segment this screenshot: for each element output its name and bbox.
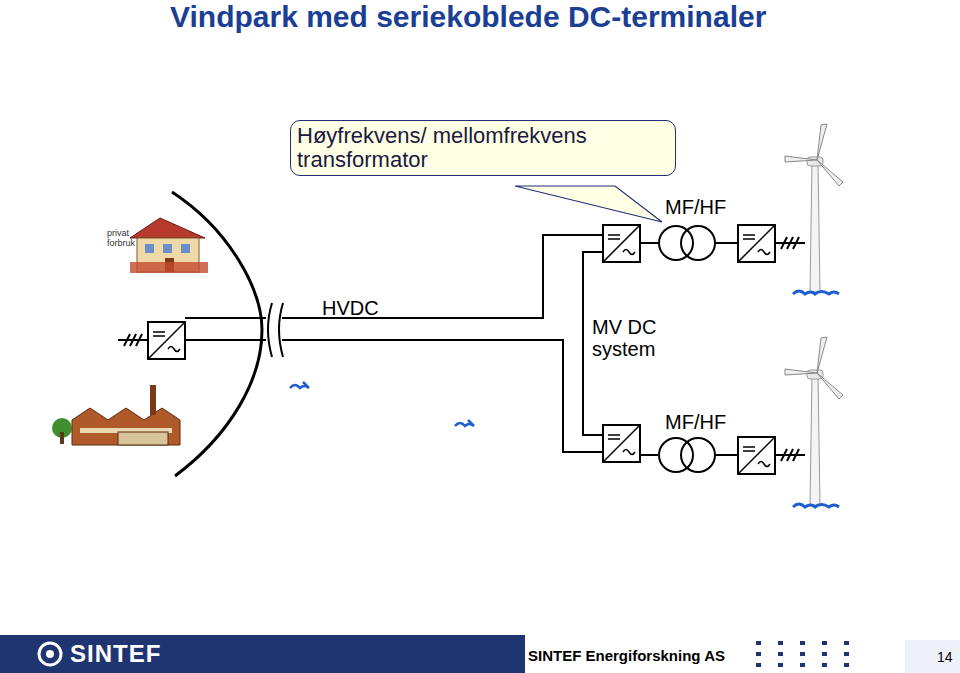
house-label: privat forbruk	[107, 229, 141, 249]
page-number: 14	[937, 650, 953, 665]
footer-text: SINTEF Energiforskning AS	[528, 648, 725, 665]
logo-text: SINTEF	[70, 641, 161, 667]
transformer-label: MF/HF	[665, 196, 726, 218]
transformer-label: MF/HF	[665, 411, 726, 433]
system-label: MV DC system	[592, 316, 702, 360]
slide-title: Vindpark med seriekoblede DC-terminaler	[170, 0, 766, 33]
link-label: HVDC	[322, 297, 379, 319]
callout-box: Høyfrekvens/ mellomfrekvens transformato…	[290, 120, 676, 176]
callout-text: Høyfrekvens/ mellomfrekvens transformato…	[297, 124, 669, 172]
